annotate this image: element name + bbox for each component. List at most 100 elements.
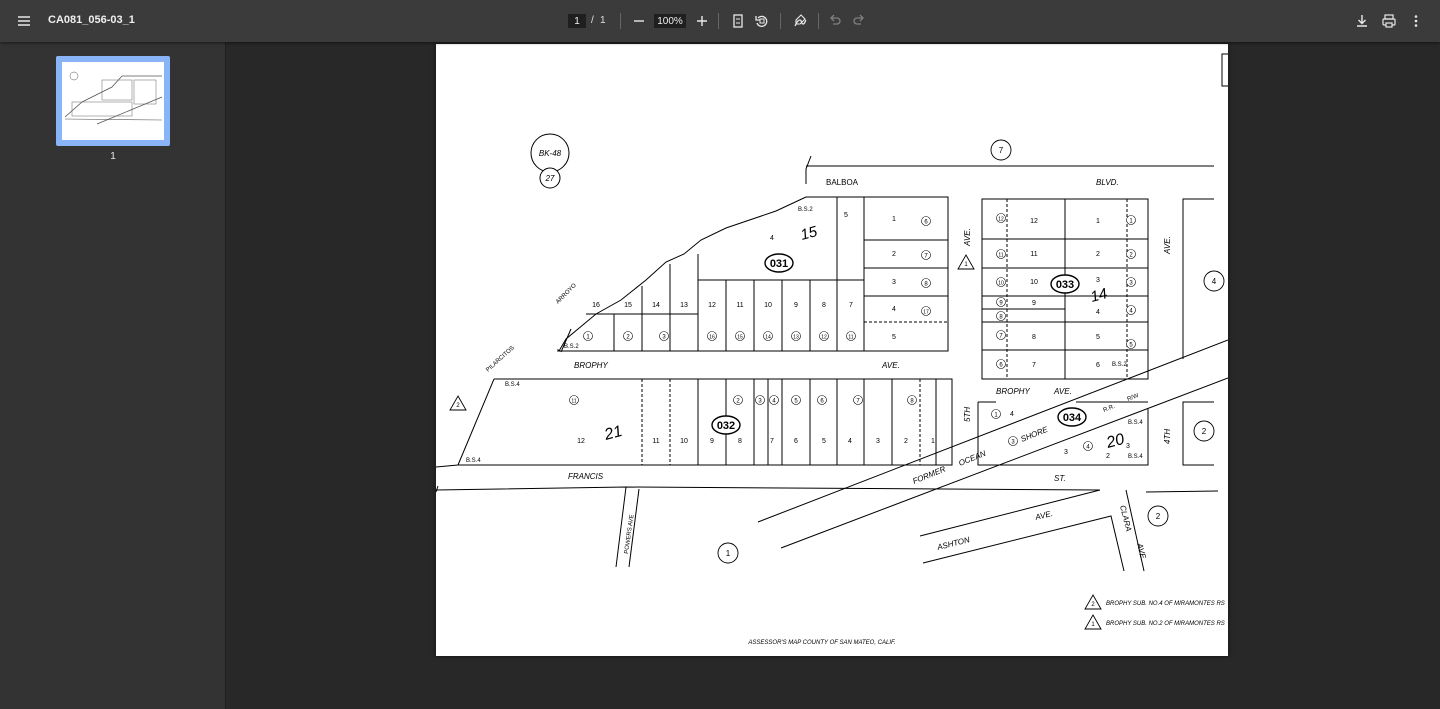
toolbar-divider [780, 13, 781, 29]
svg-text:032: 032 [717, 420, 735, 432]
toolbar-divider [818, 13, 819, 29]
lot-number: 3 [892, 279, 896, 286]
book-reference: BK-48 27 [530, 133, 570, 189]
lot-number: 1 [1096, 218, 1100, 225]
lot-number: 6 [1096, 362, 1100, 369]
page-separator: / [591, 15, 594, 26]
street-former: FORMER [911, 464, 947, 485]
street-balboa: BALBOA [826, 178, 859, 187]
block-number-15: 15 [799, 223, 820, 244]
menu-icon[interactable] [12, 9, 36, 33]
legend-line-1: BROPHY SUB. NO.2 OF MIRAMONTES RS [1106, 621, 1225, 627]
street-ashton: ASHTON [935, 535, 971, 552]
print-icon[interactable] [1377, 9, 1401, 33]
street-4th: 4TH [1163, 429, 1172, 444]
lot-number: 1 [931, 438, 935, 445]
download-icon[interactable] [1350, 9, 1374, 33]
thumbnail-preview [62, 62, 164, 140]
circled-lot: 6 [999, 363, 1003, 369]
page-number-input[interactable] [568, 14, 586, 28]
legend-line-2: BROPHY SUB. NO.4 OF MIRAMONTES RS [1106, 601, 1225, 607]
toolbar-divider [718, 13, 719, 29]
lot-number: 10 [680, 438, 688, 445]
map-footer: ASSESSOR'S MAP COUNTY OF SAN MATEO, CALI… [747, 640, 895, 646]
undo-icon[interactable] [823, 9, 847, 33]
block-number-21: 21 [602, 423, 625, 444]
circled-lot: 5 [1129, 343, 1133, 349]
circled-lot: 15 [737, 335, 743, 341]
lot-number: 4 [848, 438, 852, 445]
street-blvd: BLVD. [1096, 178, 1119, 187]
street-brophy-2: BROPHY [996, 387, 1030, 396]
circled-lot: 8 [999, 315, 1003, 321]
street-5th-ave: AVE. [963, 228, 972, 247]
circled-lot: 2 [1129, 253, 1133, 259]
lot-number: 4 [892, 306, 896, 313]
fit-page-icon[interactable] [726, 9, 750, 33]
bs-label: B.S.4 [466, 458, 481, 464]
street-st: ST. [1054, 474, 1066, 483]
stream-arroyo: ARROYO [555, 283, 578, 306]
zoom-level-input[interactable] [654, 14, 686, 28]
page-thumbnail[interactable] [56, 56, 170, 146]
redo-icon[interactable] [847, 9, 871, 33]
more-options-icon[interactable] [1404, 9, 1428, 33]
pdf-page: BK-48 27 BALBOA BLVD. BROPHY AVE. BROPHY… [436, 44, 1228, 656]
lot-number: 11 [736, 302, 743, 309]
block-circle-7: 7 [999, 146, 1004, 155]
circled-lot: 5 [794, 399, 798, 405]
lot-number: 9 [794, 302, 798, 309]
lot-number: 3 [1064, 449, 1068, 456]
street-clara: CLARA [1118, 504, 1133, 532]
lot-number: 2 [1096, 251, 1100, 258]
circled-lot: 11 [571, 399, 576, 405]
rotate-icon[interactable] [750, 9, 774, 33]
lot-number: 4 [1010, 411, 1014, 418]
bs-label: B.S.4 [505, 382, 520, 388]
book-number: BK-48 [539, 149, 562, 158]
bs-label: B.S.4 [1128, 420, 1143, 426]
bs-label: B.S.2 [798, 207, 813, 213]
street-powers-ave: POWERS AVE [624, 514, 635, 554]
document-title: CA081_056-03_1 [48, 14, 135, 26]
subdivision-triangle-2: 2 [456, 403, 460, 409]
circled-lot: 8 [910, 399, 914, 405]
street-francis: FRANCIS [568, 472, 604, 481]
zoom-out-icon[interactable] [627, 9, 651, 33]
parcel-034: 034 [1057, 407, 1087, 427]
circled-lot: 4 [1129, 309, 1133, 315]
lot-number: 4 [1096, 309, 1100, 316]
street-ashton-ave: AVE. [1033, 509, 1053, 522]
thumbnail-page-label: 1 [110, 151, 116, 162]
lot-number: 10 [1030, 279, 1038, 286]
street-brophy-ave: AVE. [881, 361, 900, 370]
lot-number: 5 [892, 334, 896, 341]
parcel-032: 032 [711, 415, 741, 435]
circled-lot: 3 [758, 399, 762, 405]
lot-number: 14 [652, 302, 660, 309]
circled-lot: 14 [765, 335, 771, 341]
lot-number: 6 [794, 438, 798, 445]
circled-lot: 6 [820, 399, 824, 405]
lot-number: 3 [1126, 443, 1130, 450]
lot-number: 8 [822, 302, 826, 309]
block-circle-2: 2 [1202, 427, 1207, 436]
lot-number: 3 [876, 438, 880, 445]
thumbnail-map-preview [64, 71, 163, 125]
street-rr: R.R. [1103, 404, 1117, 414]
lot-number: 12 [708, 302, 716, 309]
circled-lot: 3 [1011, 440, 1015, 446]
circled-lot: 12 [998, 217, 1004, 223]
circled-lot: 2 [736, 399, 740, 405]
lot-number: 12 [577, 438, 585, 445]
bs-label: B.S.2 [1112, 362, 1127, 368]
lot-number: 5 [1096, 334, 1100, 341]
zoom-in-icon[interactable] [690, 9, 714, 33]
total-pages: 1 [600, 15, 606, 26]
toolbar-divider [620, 13, 621, 29]
annotate-icon[interactable] [788, 9, 812, 33]
document-viewer[interactable]: BK-48 27 BALBOA BLVD. BROPHY AVE. BROPHY… [226, 42, 1440, 709]
circled-lot: 4 [1086, 445, 1090, 451]
street-brophy-ave-2: AVE. [1053, 387, 1072, 396]
street-brophy: BROPHY [574, 361, 608, 370]
